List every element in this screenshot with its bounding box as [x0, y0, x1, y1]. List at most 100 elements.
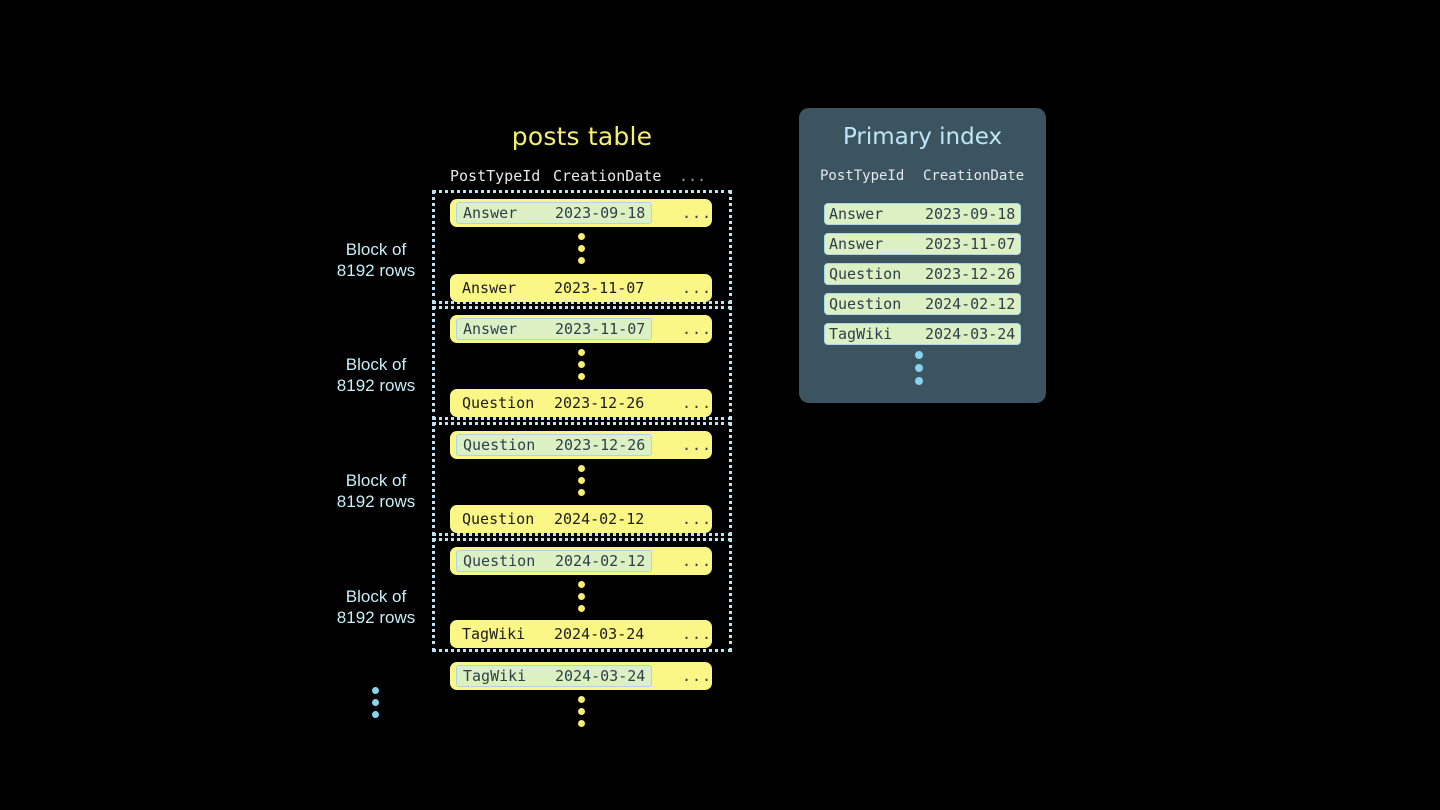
dot: [577, 489, 585, 496]
index-cell-posttypeid: Answer: [829, 235, 884, 253]
row-key-cells: TagWiki 2024-03-24: [456, 665, 652, 687]
cell-posttypeid: Answer: [463, 320, 518, 338]
block-boundary-2: [432, 306, 732, 420]
cell-posttypeid: TagWiki: [462, 625, 526, 643]
index-row[interactable]: Question 2023-12-26: [824, 263, 1021, 285]
cell-creationdate: 2024-03-24: [555, 667, 646, 685]
table-row[interactable]: Question 2024-02-12 ...: [450, 505, 712, 533]
cell-creationdate: 2024-02-12: [555, 552, 646, 570]
dot: [371, 687, 379, 694]
dot: [577, 720, 585, 727]
cell-posttypeid: Question: [462, 394, 535, 412]
block-label-1: Block of 8192 rows: [306, 239, 446, 281]
index-row[interactable]: Answer 2023-09-18: [824, 203, 1021, 225]
cell-posttypeid: Question: [463, 436, 536, 454]
dot: [577, 373, 585, 380]
index-cell-creationdate: 2023-09-18: [925, 205, 1016, 223]
row-key-cells: Answer 2023-09-18: [456, 202, 652, 224]
row-key-cells: Question 2023-12-26: [456, 392, 650, 414]
block-label-line2: 8192 rows: [336, 608, 416, 627]
dot: [577, 257, 585, 264]
cell-more: ...: [682, 625, 713, 643]
index-row[interactable]: Answer 2023-11-07: [824, 233, 1021, 255]
cell-posttypeid: Answer: [462, 279, 517, 297]
table-row[interactable]: Question 2023-12-26 ...: [450, 389, 712, 417]
index-cell-creationdate: 2024-03-24: [925, 325, 1016, 343]
row-key-cells: Question 2024-02-12: [456, 550, 652, 572]
cell-more: ...: [682, 394, 713, 412]
cell-creationdate: 2024-02-12: [554, 510, 645, 528]
dot: [577, 605, 585, 612]
block-label-line2: 8192 rows: [336, 261, 416, 280]
row-key-cells: Question 2024-02-12: [456, 508, 650, 530]
dot: [371, 699, 379, 706]
dot: [577, 233, 585, 240]
cell-posttypeid: TagWiki: [463, 667, 527, 685]
table-row[interactable]: Answer 2023-09-18 ...: [450, 199, 712, 227]
table-row[interactable]: Answer 2023-11-07 ...: [450, 315, 712, 343]
cell-more: ...: [682, 320, 713, 338]
block-boundary-4: [432, 538, 732, 652]
index-column-header-posttypeid: PostTypeId: [820, 168, 905, 184]
posts-column-header-posttypeid: PostTypeId: [450, 167, 541, 185]
table-row[interactable]: Answer 2023-11-07 ...: [450, 274, 712, 302]
posts-table-title: posts table: [511, 122, 653, 151]
index-column-header-creationdate: CreationDate: [923, 168, 1025, 184]
block-label-line1: Block of: [345, 355, 407, 374]
row-key-cells: Question 2023-12-26: [456, 434, 652, 456]
cell-creationdate: 2023-12-26: [555, 436, 646, 454]
dot: [371, 711, 379, 718]
index-cell-posttypeid: Question: [829, 265, 902, 283]
cell-more: ...: [682, 204, 713, 222]
block-label-line1: Block of: [345, 240, 407, 259]
cell-more: ...: [682, 552, 713, 570]
row-ellipsis-dots: [575, 233, 587, 264]
index-trailing-ellipsis-dots: [913, 351, 925, 385]
block-label-4: Block of 8192 rows: [306, 586, 446, 628]
posts-column-header-more: ...: [679, 167, 707, 185]
dot: [915, 364, 923, 372]
index-cell-creationdate: 2023-12-26: [925, 265, 1016, 283]
row-key-cells: Answer 2023-11-07: [456, 277, 650, 299]
cell-posttypeid: Answer: [463, 204, 518, 222]
dot: [577, 696, 585, 703]
dot: [577, 245, 585, 252]
cell-posttypeid: Question: [463, 552, 536, 570]
block-label-line2: 8192 rows: [336, 492, 416, 511]
row-key-cells: TagWiki 2024-03-24: [456, 623, 650, 645]
posts-column-header-creationdate: CreationDate: [553, 167, 662, 185]
block-label-line2: 8192 rows: [336, 376, 416, 395]
index-cell-creationdate: 2023-11-07: [925, 235, 1016, 253]
primary-index-title: Primary index: [842, 124, 1003, 150]
block-label-line1: Block of: [345, 587, 407, 606]
block-boundary-3: [432, 422, 732, 536]
cell-creationdate: 2023-11-07: [555, 320, 646, 338]
row-ellipsis-dots: [575, 465, 587, 496]
cell-creationdate: 2023-11-07: [554, 279, 645, 297]
cell-more: ...: [682, 279, 713, 297]
block-label-2: Block of 8192 rows: [306, 354, 446, 396]
cell-creationdate: 2024-03-24: [554, 625, 645, 643]
table-row[interactable]: TagWiki 2024-03-24 ...: [450, 620, 712, 648]
dot: [577, 465, 585, 472]
row-ellipsis-dots: [575, 349, 587, 380]
dot: [577, 361, 585, 368]
index-cell-posttypeid: TagWiki: [829, 325, 893, 343]
index-cell-creationdate: 2024-02-12: [925, 295, 1016, 313]
row-key-cells: Answer 2023-11-07: [456, 318, 652, 340]
dot: [577, 593, 585, 600]
row-ellipsis-dots: [575, 581, 587, 612]
table-row[interactable]: Question 2023-12-26 ...: [450, 431, 712, 459]
index-cell-posttypeid: Question: [829, 295, 902, 313]
cell-posttypeid: Question: [462, 510, 535, 528]
table-row[interactable]: Question 2024-02-12 ...: [450, 547, 712, 575]
index-row[interactable]: Question 2024-02-12: [824, 293, 1021, 315]
cell-creationdate: 2023-12-26: [554, 394, 645, 412]
dot: [577, 477, 585, 484]
table-row[interactable]: TagWiki 2024-03-24 ...: [450, 662, 712, 690]
block-label-line1: Block of: [345, 471, 407, 490]
dot: [915, 351, 923, 359]
dot: [577, 349, 585, 356]
index-cell-posttypeid: Answer: [829, 205, 884, 223]
index-row[interactable]: TagWiki 2024-03-24: [824, 323, 1021, 345]
